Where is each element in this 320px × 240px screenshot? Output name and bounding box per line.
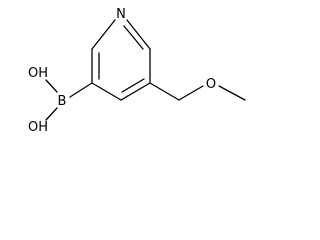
- bond-n-c2: [91, 19, 116, 50]
- bond-c6-n-inner: [123, 25, 144, 50]
- bond-b-oh-top: [45, 79, 58, 93]
- structure-diagram: N B OH OH O: [28, 7, 246, 135]
- hydroxyl-top-label: OH: [28, 66, 48, 81]
- bond-ch2-o: [178, 85, 204, 101]
- bond-b-oh-bottom: [45, 107, 58, 121]
- boron-label: B: [58, 94, 67, 109]
- bond-c4-c5-inner: [121, 78, 145, 93]
- bond-c3-b: [69, 82, 93, 98]
- hydroxyl-bottom-label: OH: [28, 120, 48, 135]
- bond-o-ch3: [218, 85, 246, 101]
- bond-c5-ch2: [149, 82, 180, 101]
- ether-oxygen-label: O: [206, 77, 216, 92]
- bond-c6-n: [126, 19, 151, 50]
- nitrogen-label: N: [116, 7, 126, 22]
- bond-c4-c5: [120, 82, 151, 101]
- bond-c3-c4: [91, 82, 122, 101]
